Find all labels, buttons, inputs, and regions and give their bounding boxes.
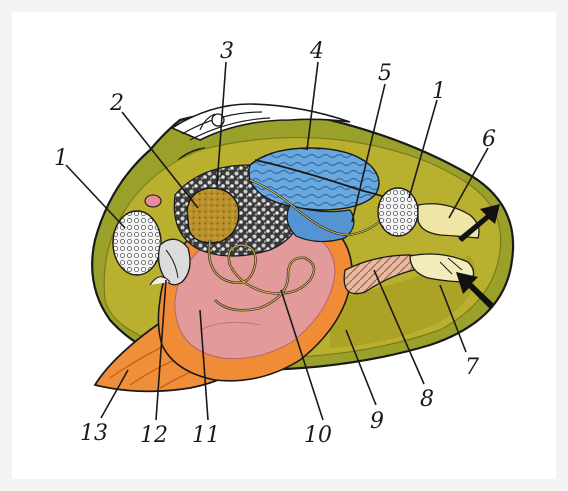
label-12: 12 — [140, 423, 168, 448]
stomach — [187, 188, 239, 243]
label-3: 3 — [220, 39, 234, 64]
label-13: 13 — [80, 421, 108, 446]
mouth-palp — [145, 195, 161, 207]
label-1-right: 1 — [432, 79, 446, 104]
label-9: 9 — [370, 409, 384, 434]
label-1-left: 1 — [54, 146, 68, 171]
label-5: 5 — [378, 61, 392, 86]
label-6: 6 — [482, 127, 496, 152]
posterior-adductor-muscle — [378, 188, 418, 236]
label-4: 4 — [309, 39, 324, 64]
label-7: 7 — [465, 355, 479, 380]
label-11: 11 — [192, 423, 220, 448]
label-2: 2 — [109, 91, 124, 116]
label-10: 10 — [304, 423, 332, 448]
label-8: 8 — [420, 387, 434, 412]
anterior-adductor-muscle — [113, 211, 161, 275]
